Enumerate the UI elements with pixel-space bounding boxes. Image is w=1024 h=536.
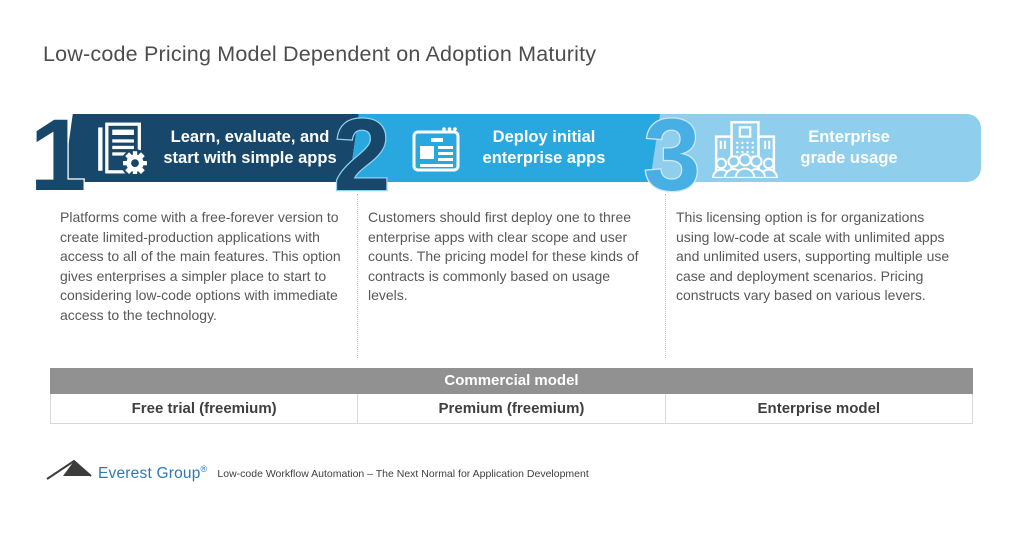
stage2-label: Deploy initial enterprise apps (482, 128, 606, 167)
svg-text:3: 3 (644, 98, 701, 212)
stage3-description: This licensing option is for organizatio… (676, 209, 950, 303)
brand-wordmark: Everest Group® (98, 463, 208, 482)
stage-descriptions: Platforms come with a free-forever versi… (50, 194, 973, 358)
stage3-number: 3 (642, 97, 701, 214)
footer: Everest Group® Low-code Workflow Automat… (46, 458, 589, 482)
stage3-label: Enterprise grade usage (800, 128, 898, 167)
stage1-description: Platforms come with a free-forever versi… (60, 209, 341, 323)
table-header: Commercial model (50, 368, 973, 394)
stage3-banner (650, 114, 981, 182)
stage1-number: 1 (28, 97, 87, 214)
report-caption: Low-code Workflow Automation – The Next … (217, 468, 589, 480)
model-cell-premium: Premium (freemium) (357, 394, 664, 423)
model-cell-enterprise: Enterprise model (664, 394, 972, 423)
table-row: Free trial (freemium) Premium (freemium)… (50, 394, 973, 424)
commercial-model-table: Commercial model Free trial (freemium) P… (50, 368, 973, 424)
stage2-description: Customers should first deploy one to thr… (357, 194, 666, 358)
document-gear-icon (98, 122, 148, 174)
browser-window-icon (412, 127, 460, 172)
page-title: Low-code Pricing Model Dependent on Adop… (43, 42, 597, 66)
svg-text:1: 1 (30, 98, 87, 212)
mountain-logo-icon (46, 459, 92, 480)
stage1-label: Learn, evaluate, and start with simple a… (163, 128, 337, 167)
model-cell-free-trial: Free trial (freemium) (131, 400, 277, 417)
stage2-number: 2 (332, 97, 391, 214)
registered-mark: ® (200, 463, 208, 474)
svg-text:2: 2 (334, 98, 391, 212)
building-users-icon (712, 120, 778, 178)
